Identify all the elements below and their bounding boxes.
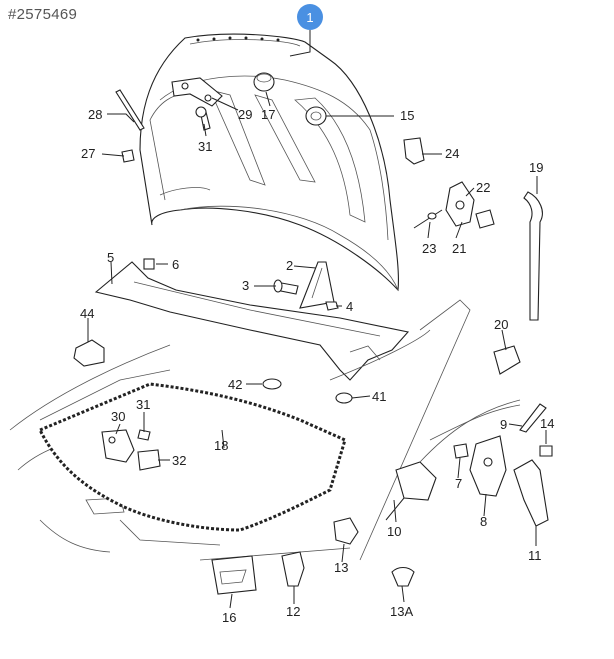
label-23[interactable]: 23 (422, 241, 436, 256)
part-labels: 2 3 4 5 6 7 8 9 10 11 12 13 13A 14 15 16… (80, 107, 554, 625)
label-31-striker[interactable]: 31 (136, 397, 150, 412)
hood-seal (37, 382, 347, 532)
hood-stay-rod (115, 89, 145, 131)
hood-latch (445, 181, 475, 227)
callout-1-label: 1 (306, 10, 313, 25)
retaining-clip-alt (391, 566, 415, 587)
label-11[interactable]: 11 (528, 548, 542, 563)
cover-screw (143, 258, 155, 270)
hinge-bolt (195, 106, 211, 131)
blanking-plug-small (335, 392, 353, 404)
hose-clip (493, 345, 521, 375)
grommet (305, 106, 327, 126)
rubber-buffer (253, 72, 275, 92)
label-3[interactable]: 3 (242, 278, 249, 293)
striker-assembly (101, 429, 135, 463)
bowden-cable (519, 403, 547, 433)
label-17[interactable]: 17 (261, 107, 275, 122)
label-28[interactable]: 28 (88, 107, 102, 122)
striker-bolt (137, 429, 151, 441)
rod-clip (121, 149, 135, 163)
retaining-clip (333, 517, 359, 545)
cable-clip (453, 443, 469, 459)
label-13a[interactable]: 13A (390, 604, 413, 619)
label-4[interactable]: 4 (346, 299, 353, 314)
blanking-plug-large (262, 378, 282, 390)
release-lever-bracket (469, 435, 507, 497)
guide-insert (211, 555, 257, 595)
latch-buffer (475, 209, 495, 229)
callout-1-highlight[interactable]: 1 (297, 4, 323, 30)
release-cable (385, 399, 521, 521)
label-10[interactable]: 10 (387, 524, 401, 539)
label-13[interactable]: 13 (334, 560, 348, 575)
label-18[interactable]: 18 (214, 438, 228, 453)
label-31-hood[interactable]: 31 (198, 139, 212, 154)
label-29[interactable]: 29 (238, 107, 252, 122)
hood-panel (139, 33, 399, 292)
cable-end-fitting (539, 445, 553, 457)
label-9[interactable]: 9 (500, 417, 507, 432)
rubber-stop (73, 339, 105, 367)
leader-lines (87, 30, 547, 609)
label-32[interactable]: 32 (172, 453, 186, 468)
label-8[interactable]: 8 (480, 514, 487, 529)
label-16[interactable]: 16 (222, 610, 236, 625)
support-bracket (299, 261, 335, 309)
label-19[interactable]: 19 (529, 160, 543, 175)
part-reference-number: #2575469 (8, 6, 78, 23)
plenum-cover (94, 261, 410, 381)
label-15[interactable]: 15 (400, 108, 414, 123)
label-20[interactable]: 20 (494, 317, 508, 332)
lock-bracket (403, 137, 425, 165)
bracket-nut (325, 301, 339, 311)
striker-plate (137, 449, 161, 471)
label-27[interactable]: 27 (81, 146, 95, 161)
label-5[interactable]: 5 (107, 250, 114, 265)
label-42[interactable]: 42 (228, 377, 242, 392)
label-12[interactable]: 12 (286, 604, 300, 619)
label-44[interactable]: 44 (80, 306, 94, 321)
label-22[interactable]: 22 (476, 180, 490, 195)
label-41[interactable]: 41 (372, 389, 386, 404)
label-24[interactable]: 24 (445, 146, 459, 161)
label-6[interactable]: 6 (172, 257, 179, 272)
drain-hose (523, 191, 543, 321)
label-21[interactable]: 21 (452, 241, 466, 256)
bracket-screw (273, 279, 299, 295)
label-2[interactable]: 2 (286, 258, 293, 273)
label-14[interactable]: 14 (540, 416, 554, 431)
label-30[interactable]: 30 (111, 409, 125, 424)
release-pin (413, 209, 443, 229)
push-clip (281, 551, 305, 587)
label-7[interactable]: 7 (455, 476, 462, 491)
release-handle (513, 459, 549, 527)
hood-hinge (171, 77, 223, 107)
